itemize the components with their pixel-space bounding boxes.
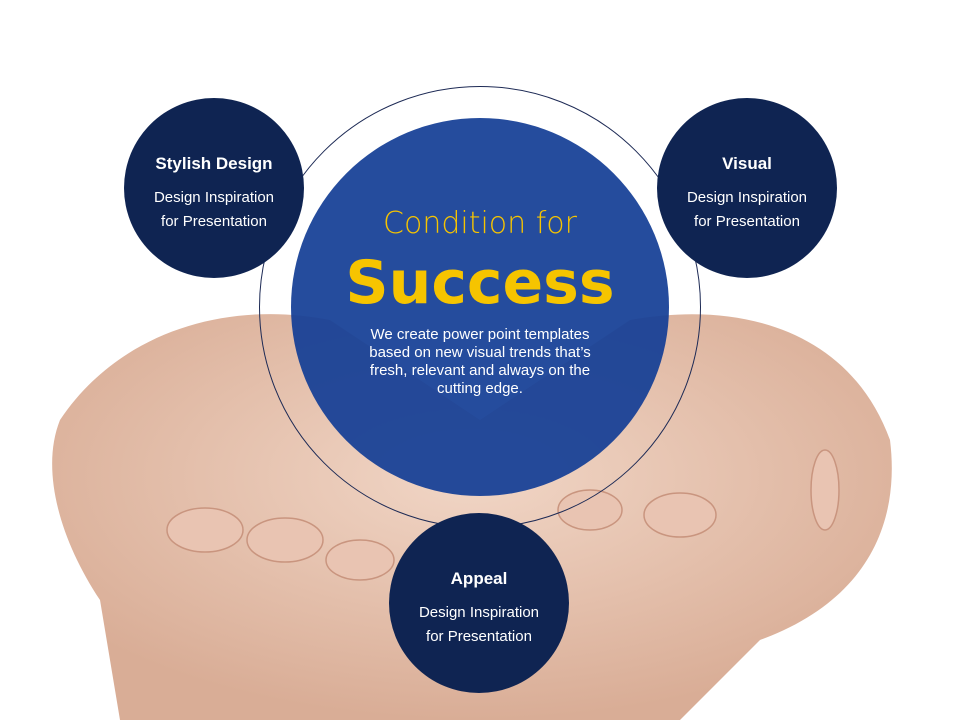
circle-title: Visual (722, 154, 772, 173)
circle-text: for Presentation (694, 213, 800, 230)
center-subtitle: Condition for (383, 206, 577, 241)
circle-text: Design Inspiration (686, 189, 808, 206)
circle-visual: Visual Design Inspiration for Presentati… (657, 98, 837, 278)
circle-text: for Presentation (426, 628, 532, 645)
center-description: We create power point templates based on… (369, 326, 591, 397)
circle-text: Design Inspiration (153, 189, 275, 206)
center-title: Success (345, 248, 615, 318)
circle-title: Stylish Design (155, 154, 273, 173)
circle-text: Design Inspiration (418, 604, 540, 621)
circle-stylish-design: Stylish Design Design Inspiration for Pr… (124, 98, 304, 278)
center-circle: Condition for Success We create power po… (291, 118, 669, 496)
circle-title: Appeal (450, 569, 508, 588)
circle-text: for Presentation (161, 213, 267, 230)
circle-appeal: Appeal Design Inspiration for Presentati… (389, 513, 569, 693)
